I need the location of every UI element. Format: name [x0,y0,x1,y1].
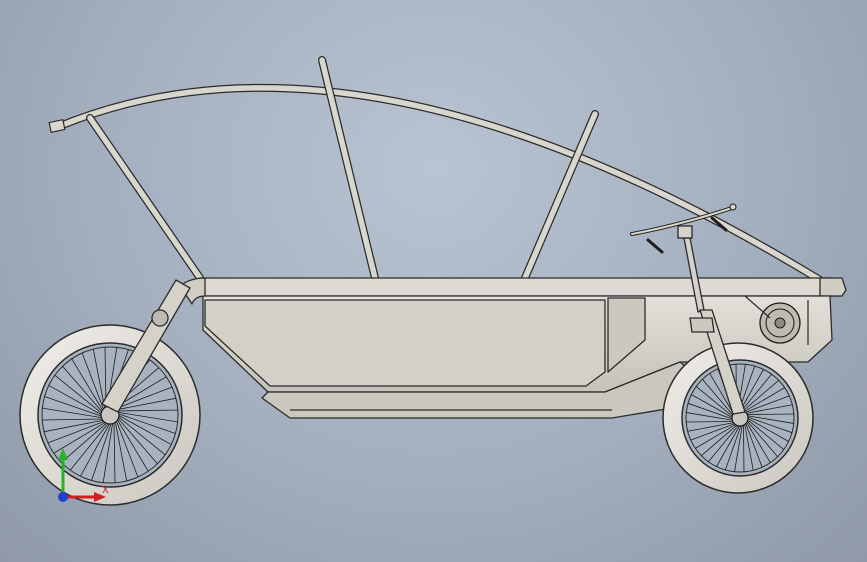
cargo-box [179,277,847,419]
spoke [746,417,789,442]
spoke [44,419,104,433]
spoke [744,422,763,468]
spoke [687,422,735,432]
spoke [695,386,734,418]
spoke [744,423,754,471]
spoke [114,386,173,410]
spoke [746,420,778,457]
x-axis-label: X [102,485,109,496]
x-axis-arrow-icon [94,492,106,502]
spoke [115,419,139,478]
spoke [92,349,106,409]
spoke [740,373,772,412]
spoke [81,352,105,411]
spoke [716,424,741,467]
z-axis-dot [58,492,68,502]
spoke [702,379,734,416]
handlebar [630,203,737,254]
coordinate-triad: X [58,448,109,502]
spoke [746,416,793,434]
spoke [701,424,738,456]
spoke [744,395,790,414]
spoke [746,418,785,450]
spoke [734,424,743,472]
spoke [117,414,172,445]
frame-details [744,295,809,345]
spoke [117,417,158,464]
spoke [695,423,737,449]
spoke [71,358,104,412]
spoke [42,418,104,421]
spoke [54,374,103,414]
spoke [114,421,128,481]
spoke [44,396,103,417]
canopy-frame [48,56,824,284]
spoke [745,421,771,463]
front-wheel [662,342,814,494]
spoke [53,421,107,454]
spoke [116,418,149,472]
y-axis-arrow-icon [58,448,68,460]
spoke [117,416,166,456]
spoke [709,373,735,415]
spoke [116,397,176,411]
spoke [102,422,114,483]
spoke [687,402,734,420]
spoke [724,424,742,471]
rear-wheel-spokes [42,347,178,483]
spoke [117,411,178,423]
spoke [62,366,103,413]
spoke [61,422,108,463]
front-fork [683,237,746,415]
spoke [91,422,112,481]
spoke [746,415,794,424]
spoke [69,422,109,471]
spoke [48,385,103,416]
spoke [47,420,106,444]
spoke [743,387,785,413]
spoke [690,422,736,441]
spoke [691,394,734,419]
spoke [708,424,740,463]
spoke [686,412,734,421]
spoke [117,413,176,434]
spoke [80,422,111,477]
spoke [739,369,764,412]
spoke [742,380,779,412]
spoke [42,407,103,419]
spoke [116,409,178,412]
rear-fork [101,279,191,413]
chainring-icon [759,295,801,344]
spoke [745,404,793,414]
spoke [113,421,116,483]
